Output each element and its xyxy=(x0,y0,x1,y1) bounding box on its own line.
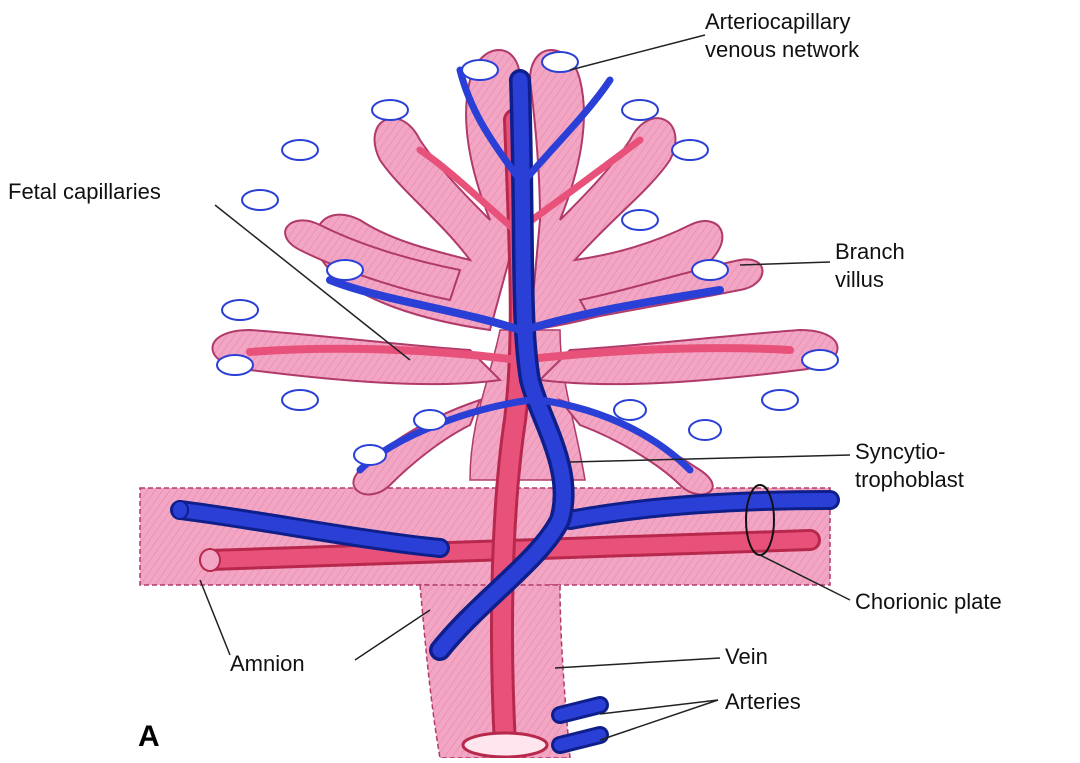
label-arteries: Arteries xyxy=(725,688,801,716)
panel-letter: A xyxy=(138,720,160,754)
label-vein: Vein xyxy=(725,643,768,671)
label-amnion: Amnion xyxy=(230,650,305,678)
label-syncytiotrophoblast: Syncytio- trophoblast xyxy=(855,438,964,494)
label-chorionic-plate: Chorionic plate xyxy=(855,588,1002,616)
label-branch-villus: Branch villus xyxy=(835,238,905,294)
label-fetal-capillaries: Fetal capillaries xyxy=(8,178,161,206)
label-arteriocapillary-network: Arteriocapillary venous network xyxy=(705,8,859,64)
